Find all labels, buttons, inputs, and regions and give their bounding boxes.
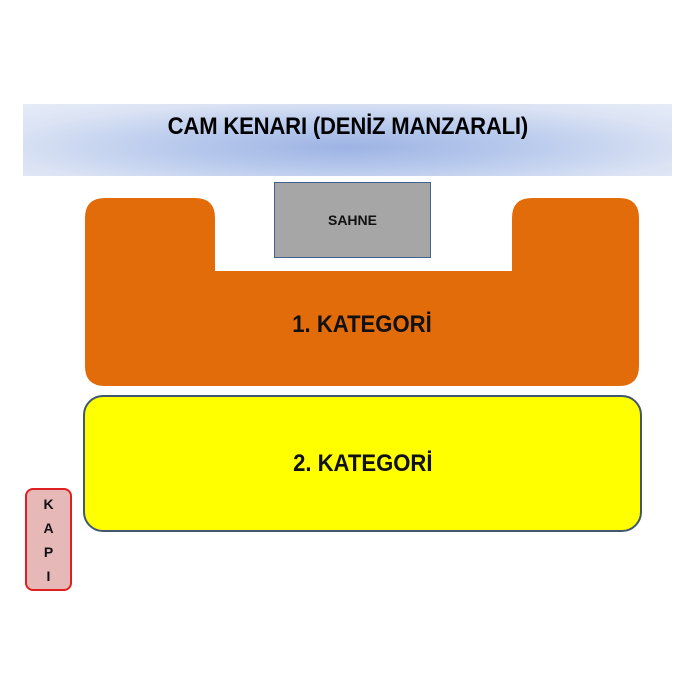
window-side-banner: CAM KENARI (DENİZ MANZARALI) [23, 104, 672, 176]
door-letter: A [43, 519, 54, 536]
category-2-area[interactable]: 2. KATEGORİ [83, 395, 642, 532]
door-letter: I [46, 567, 51, 584]
stage: SAHNE [274, 182, 431, 258]
category-2-label: 2. KATEGORİ [292, 449, 433, 477]
category-1-label: 1. KATEGORİ [292, 311, 432, 338]
category-1-shape [85, 198, 639, 386]
door-letter: K [43, 495, 54, 512]
door-letter: P [43, 543, 54, 560]
banner-title: CAM KENARI (DENİZ MANZARALI) [167, 113, 528, 140]
stage-label: SAHNE [327, 212, 377, 228]
door: K A P I [25, 488, 72, 591]
category-1-area[interactable]: 1. KATEGORİ [85, 198, 639, 386]
